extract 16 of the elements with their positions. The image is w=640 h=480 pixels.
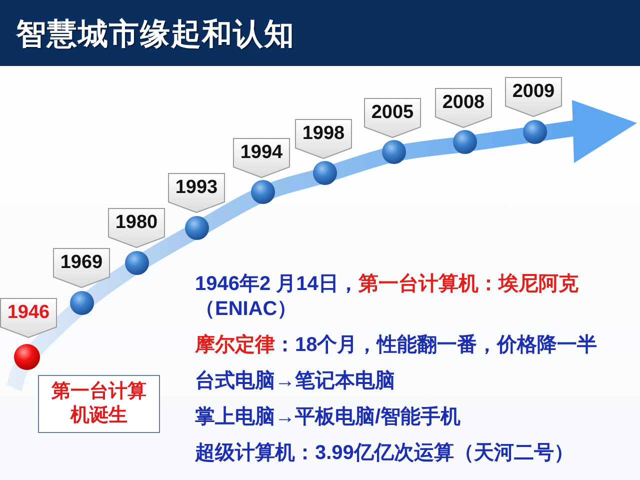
note-box: 第一台计算机诞生 — [38, 375, 160, 433]
year-callout: 1980 — [108, 208, 165, 248]
note-text: 摩尔定律：18个月，性能翻一番，价格降一半 — [195, 333, 598, 358]
year-callout: 1993 — [168, 173, 225, 213]
year-callout: 2008 — [435, 88, 492, 128]
year-callout: 2005 — [364, 98, 421, 138]
year-callout: 2009 — [505, 77, 562, 117]
year-callout: 1994 — [233, 138, 290, 178]
year-callout: 1969 — [53, 248, 110, 288]
note-text: 1946年2 月14日，第一台计算机：埃尼阿克（ENIAC） — [195, 272, 580, 322]
year-callout: 1998 — [295, 119, 352, 159]
slide-title: 智慧城市缘起和认知 — [16, 17, 295, 53]
note-text: 超级计算机：3.99亿亿次运算（天河二号） — [195, 441, 575, 466]
year-callout: 1946 — [0, 298, 57, 338]
note-text: 掌上电脑→平板电脑/智能手机 — [195, 405, 462, 430]
note-text: 台式电脑→笔记本电脑 — [195, 369, 396, 394]
